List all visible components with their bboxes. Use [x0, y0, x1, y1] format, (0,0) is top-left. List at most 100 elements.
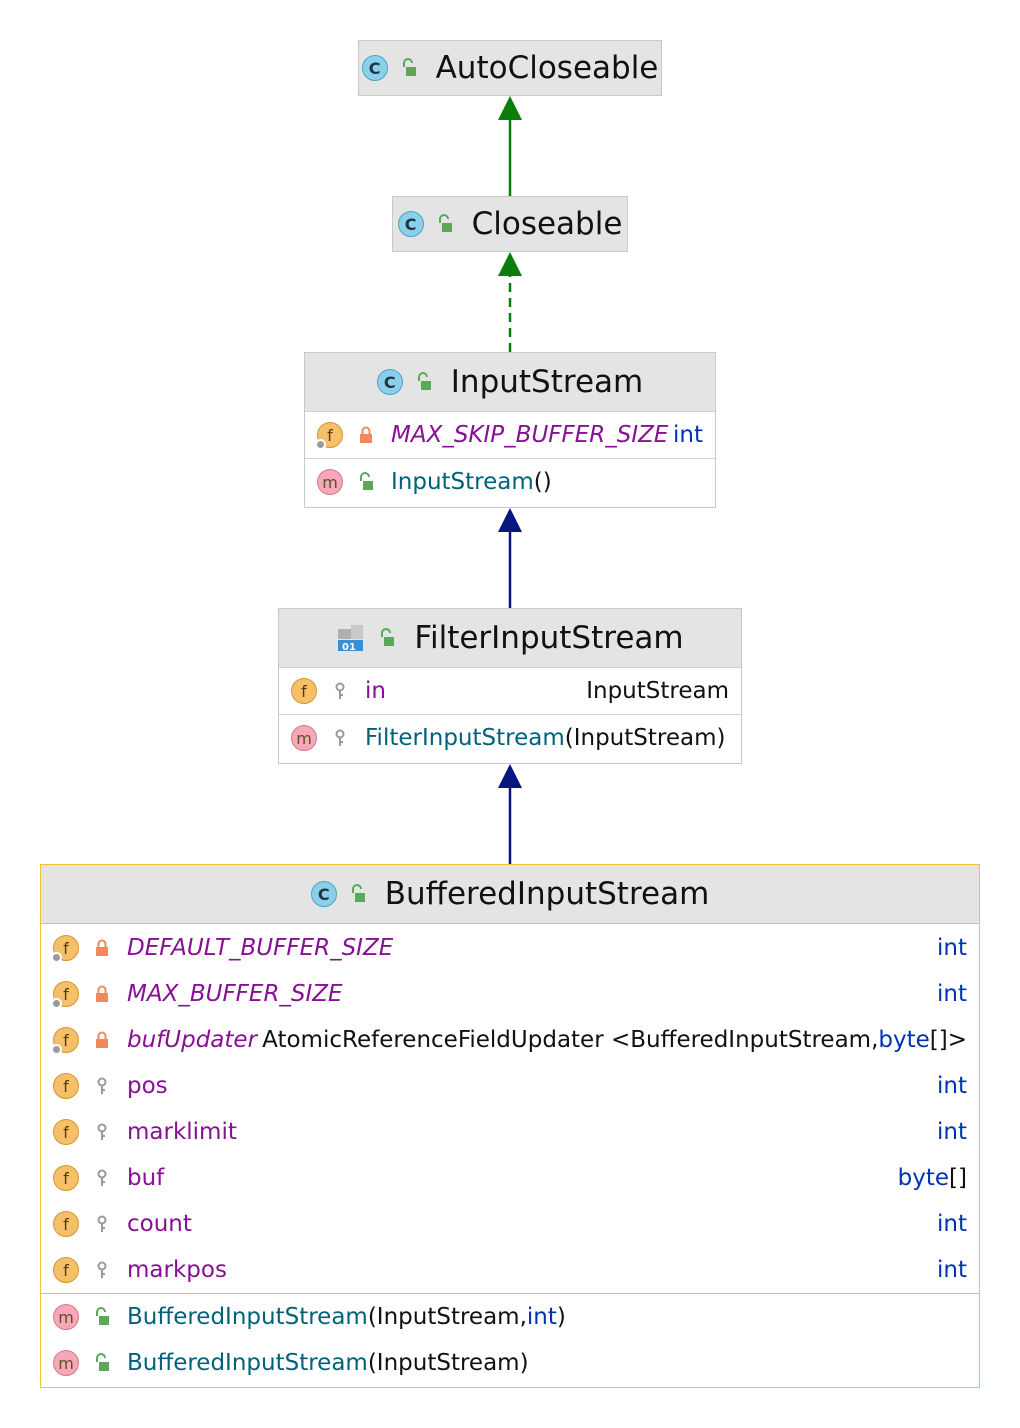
method-icon: m — [53, 1350, 79, 1376]
field-name: count — [127, 1211, 192, 1237]
methods-section: m InputStream () — [305, 458, 715, 505]
public-icon — [96, 1353, 109, 1371]
field-type: int — [937, 1119, 967, 1145]
protected-key-icon — [335, 729, 345, 746]
method-icon: m — [291, 725, 317, 751]
protected-key-icon — [97, 1123, 107, 1140]
field-icon: f — [53, 1073, 79, 1099]
node-header: C InputStream — [305, 353, 715, 411]
field-row[interactable]: f MAX_BUFFER_SIZE int — [41, 971, 979, 1017]
node-header: C BufferedInputStream — [41, 865, 979, 923]
field-row[interactable]: f MAX_SKIP_BUFFER_SIZE int — [305, 412, 715, 458]
public-icon — [438, 214, 452, 232]
field-icon: f — [291, 678, 317, 704]
fields-section: f DEFAULT_BUFFER_SIZE int f MAX_BUFFER_S… — [41, 923, 979, 1293]
field-name: DEFAULT_BUFFER_SIZE — [127, 935, 394, 961]
field-type-keyword: byte — [878, 1027, 930, 1053]
field-name: bufUpdater — [127, 1027, 258, 1053]
method-name: FilterInputStream — [365, 725, 565, 751]
node-closeable[interactable]: C Closeable — [392, 196, 628, 252]
methods-section: m BufferedInputStream(InputStream, int) … — [41, 1293, 979, 1386]
method-params-open: (InputStream, — [367, 1304, 527, 1330]
node-header: C Closeable — [393, 197, 627, 251]
field-row[interactable]: f DEFAULT_BUFFER_SIZE int — [41, 925, 979, 971]
method-row[interactable]: m FilterInputStream (InputStream) — [279, 715, 741, 761]
method-name: BufferedInputStream — [127, 1304, 368, 1330]
edge-closeable-to-autocloseable — [498, 96, 522, 196]
node-bufferedinputstream[interactable]: C BufferedInputStream f DEFAULT_BUFFER_S… — [40, 864, 980, 1388]
edge-inputstream-to-closeable — [498, 252, 522, 352]
method-params: (InputStream) — [564, 725, 726, 751]
node-autocloseable[interactable]: C AutoCloseable — [358, 40, 662, 96]
field-row[interactable]: f marklimit int — [41, 1109, 979, 1155]
field-icon: f — [53, 1165, 79, 1191]
public-icon — [402, 58, 416, 76]
field-row[interactable]: f markpos int — [41, 1247, 979, 1293]
static-field-icon: f — [51, 981, 79, 1009]
protected-key-icon — [97, 1215, 107, 1232]
class-name: InputStream — [450, 364, 644, 400]
field-row[interactable]: f pos int — [41, 1063, 979, 1109]
field-type-keyword: byte — [897, 1165, 950, 1191]
node-inputstream[interactable]: C InputStream f MAX_SKIP_BUFFER_SIZE int… — [304, 352, 716, 508]
private-lock-icon — [360, 426, 372, 443]
field-type: int — [673, 422, 703, 448]
private-lock-icon — [96, 939, 108, 956]
edge-filterinputstream-to-inputstream — [498, 508, 522, 608]
method-params: () — [533, 469, 552, 495]
interface-icon: C — [361, 55, 388, 81]
field-type: int — [937, 1073, 967, 1099]
field-type: int — [937, 935, 967, 961]
class-name: BufferedInputStream — [384, 876, 710, 912]
method-icon: m — [53, 1304, 79, 1330]
public-icon — [381, 628, 395, 646]
abstract-class-icon: 01 — [338, 625, 364, 653]
method-name: InputStream — [391, 469, 534, 495]
method-icon: m — [317, 469, 343, 495]
node-filterinputstream[interactable]: 01 FilterInputStream f in InputStream m … — [278, 608, 742, 764]
field-row[interactable]: f in InputStream — [279, 668, 741, 714]
private-lock-icon — [96, 985, 108, 1002]
class-name: AutoCloseable — [435, 50, 659, 86]
fields-section: f MAX_SKIP_BUFFER_SIZE int — [305, 411, 715, 458]
field-type-suffix: [] — [949, 1165, 967, 1191]
field-name: marklimit — [127, 1119, 237, 1145]
public-icon — [417, 372, 431, 390]
class-icon: C — [310, 881, 337, 907]
field-name: in — [365, 678, 386, 704]
node-header: 01 FilterInputStream — [279, 609, 741, 667]
static-field-icon: f — [51, 1027, 79, 1055]
field-type: int — [937, 1257, 967, 1283]
method-row[interactable]: m InputStream () — [305, 459, 715, 505]
method-params-keyword: int — [526, 1304, 557, 1330]
method-row[interactable]: m BufferedInputStream (InputStream) — [41, 1340, 979, 1386]
field-row[interactable]: f bufUpdater AtomicReferenceFieldUpdater… — [41, 1017, 979, 1063]
protected-key-icon — [97, 1077, 107, 1094]
field-type-suffix: []> — [929, 1027, 967, 1053]
node-header: C AutoCloseable — [359, 41, 661, 95]
fields-section: f in InputStream — [279, 667, 741, 714]
field-icon: f — [53, 1119, 79, 1145]
field-icon: f — [53, 1257, 79, 1283]
protected-key-icon — [97, 1169, 107, 1186]
field-name: pos — [127, 1073, 168, 1099]
edge-bufferedinputstream-to-filterinputstream — [498, 764, 522, 864]
public-icon — [360, 472, 373, 490]
field-icon: f — [53, 1211, 79, 1237]
method-name: BufferedInputStream — [127, 1350, 368, 1376]
static-field-icon: f — [315, 422, 343, 450]
field-type: InputStream — [586, 678, 729, 704]
interface-icon: C — [397, 211, 424, 237]
field-name: MAX_BUFFER_SIZE — [127, 981, 343, 1007]
field-row[interactable]: f count int — [41, 1201, 979, 1247]
field-row[interactable]: f buf byte[] — [41, 1155, 979, 1201]
public-icon — [96, 1307, 109, 1325]
protected-key-icon — [97, 1261, 107, 1278]
class-name: FilterInputStream — [414, 620, 684, 656]
method-params-close: ) — [556, 1304, 566, 1330]
field-name: markpos — [127, 1257, 227, 1283]
protected-key-icon — [335, 682, 345, 699]
method-row[interactable]: m BufferedInputStream(InputStream, int) — [41, 1294, 979, 1340]
methods-section: m FilterInputStream (InputStream) — [279, 714, 741, 761]
